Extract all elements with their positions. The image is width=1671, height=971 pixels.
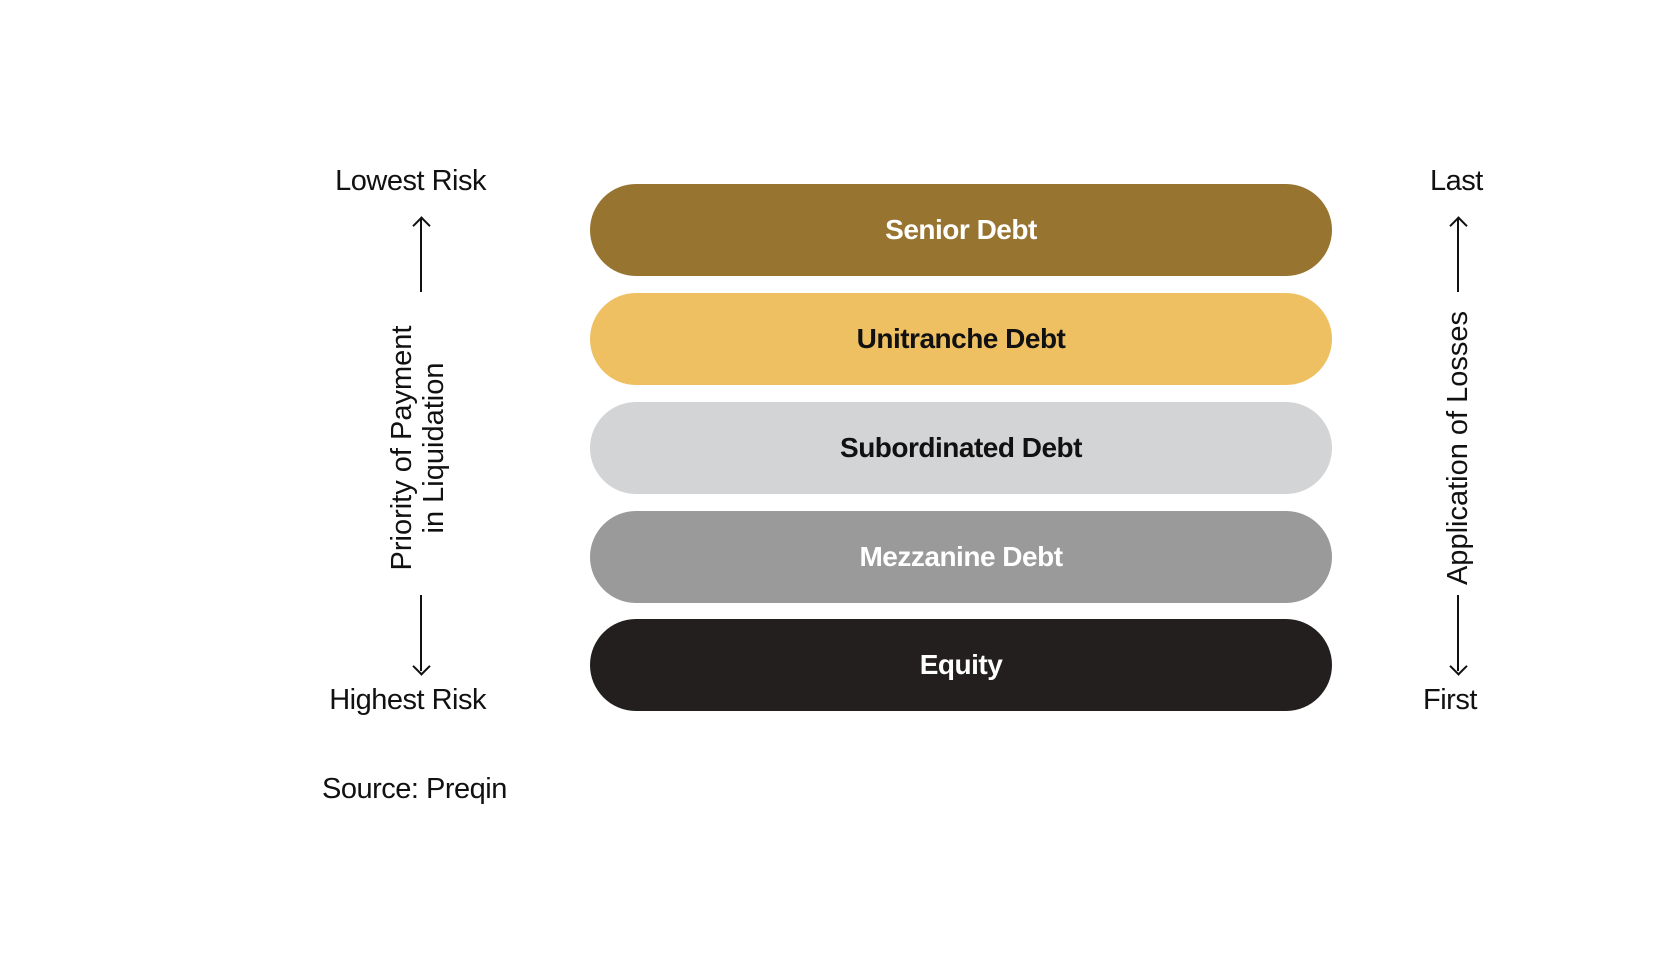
lowest-risk-label: Lowest Risk: [335, 165, 486, 197]
last-label: Last: [1430, 165, 1483, 197]
priority-title-line2: in Liquidation: [418, 362, 450, 534]
priority-title-line1: Priority of Payment: [386, 325, 418, 571]
tranche-mezzanine-debt: Mezzanine Debt: [590, 511, 1332, 603]
first-label: First: [1423, 684, 1477, 716]
priority-axis-title: Priority of Payment in Liquidation: [386, 326, 450, 571]
losses-axis-title: Application of Losses: [1442, 310, 1474, 586]
highest-risk-label: Highest Risk: [329, 684, 486, 716]
tranche-unitranche-debt: Unitranche Debt: [590, 293, 1332, 385]
tranche-equity: Equity: [590, 619, 1332, 711]
tranche-senior-debt: Senior Debt: [590, 184, 1332, 276]
tranche-subordinated-debt: Subordinated Debt: [590, 402, 1332, 494]
source-note: Source: Preqin: [322, 773, 507, 805]
